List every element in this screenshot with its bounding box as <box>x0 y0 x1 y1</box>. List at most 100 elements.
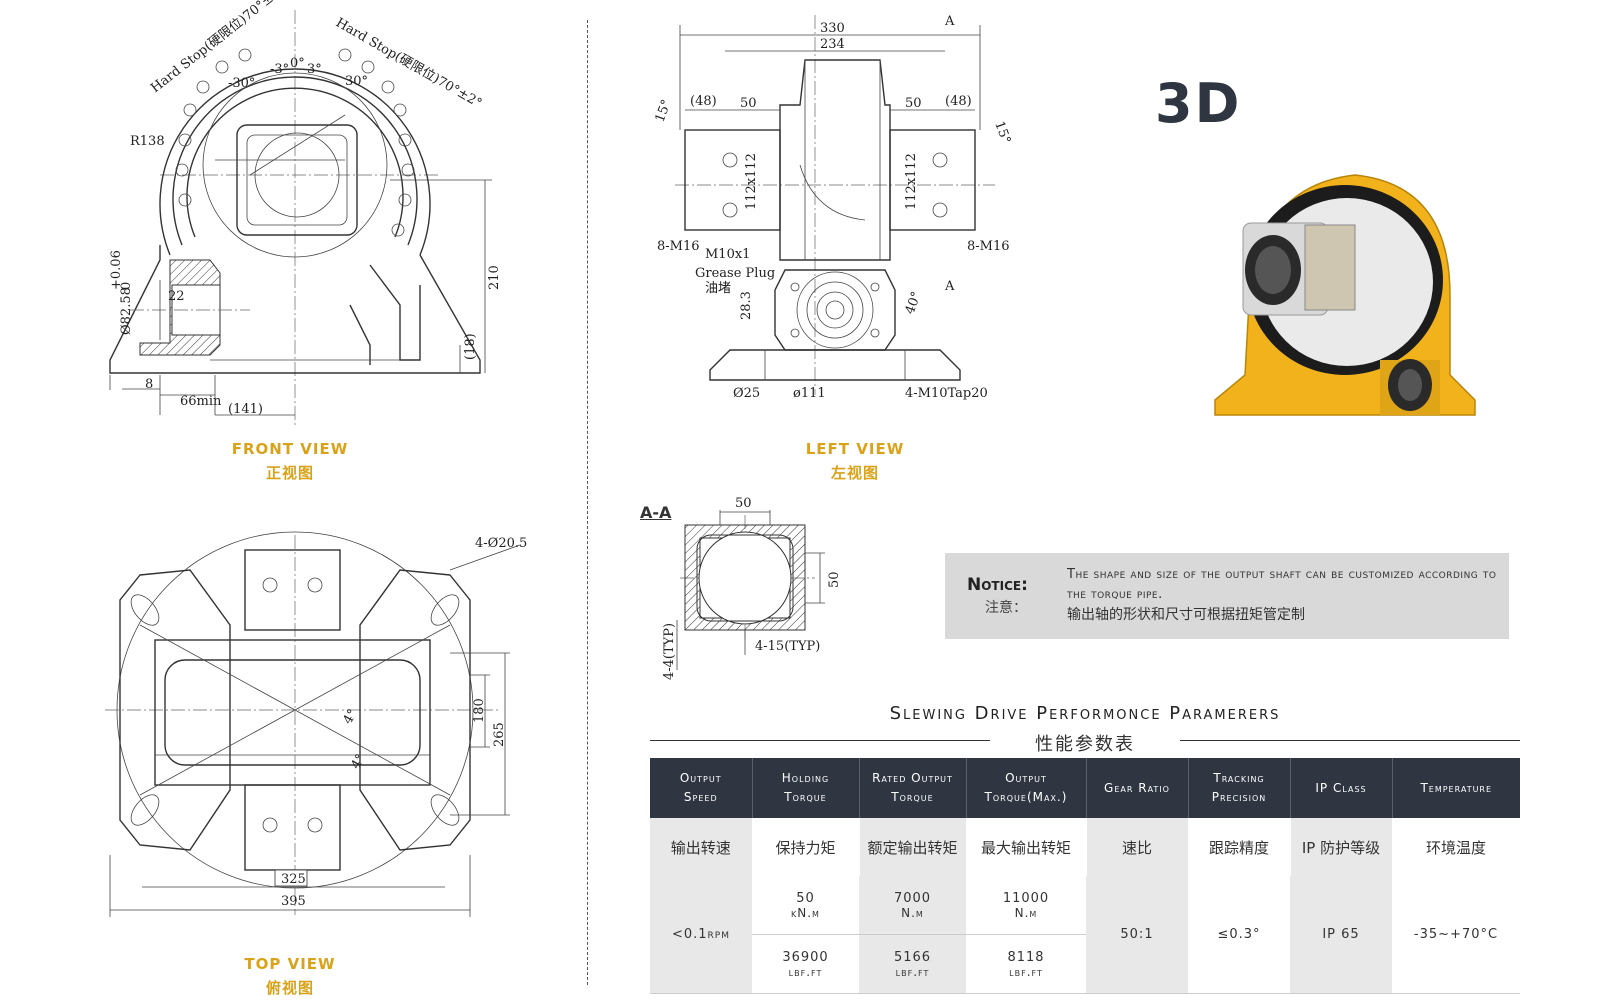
value-output-speed: <0.1rpm <box>650 876 752 994</box>
notice-box: Notice: 注意： The shape and size of the ou… <box>945 553 1509 639</box>
top-view-drawing: 4-Ø20.5 180 265 325 395 4° 4° <box>105 531 527 917</box>
dim-holes: 4-Ø20.5 <box>475 536 527 551</box>
dim-15-left: 15° <box>653 98 675 125</box>
dim-angle-30: 30° <box>345 74 368 89</box>
notice-body-cn: 输出轴的形状和尺寸可根据扭矩管定制 <box>1067 607 1305 623</box>
dim-234: 234 <box>820 37 845 52</box>
dim-section-415: 4-15(TYP) <box>755 639 820 654</box>
cn-temperature: 环境温度 <box>1392 818 1521 876</box>
dim-180: 180 <box>472 698 487 723</box>
section-aa-drawing: 50 50 4-4(TYP) 4-15(TYP) <box>662 496 842 680</box>
iso-view-title: 3D <box>1155 72 1242 135</box>
dim-section-44: 4-4(TYP) <box>662 623 677 680</box>
performance-title: Slewing Drive Performonce Paramerers <box>889 703 1281 724</box>
dim-22: 22 <box>168 289 185 304</box>
value-ip-class: IP 65 <box>1290 876 1392 994</box>
top-view-label: TOP VIEW 俯视图 <box>215 955 365 998</box>
dim-18: (18) <box>463 333 478 360</box>
dim-40: 40° <box>903 290 925 317</box>
dim-48-left: (48) <box>690 94 717 109</box>
notice-body: The shape and size of the output shaft c… <box>1067 565 1497 625</box>
dim-angle-4a: 4° <box>340 707 360 727</box>
dim-angle-m3: -3° <box>270 62 289 77</box>
dim-section-50-top: 50 <box>735 496 752 511</box>
dim-hard-stop-right: Hard Stop(硬限位)70°±2° <box>333 15 484 111</box>
front-view-label-en: FRONT VIEW <box>231 440 349 458</box>
top-view-label-cn: 俯视图 <box>265 979 314 997</box>
front-view-label: FRONT VIEW 正视图 <box>215 440 365 483</box>
dim-8: 8 <box>145 377 153 392</box>
left-view-label-en: LEFT VIEW <box>805 440 905 458</box>
dim-265: 265 <box>492 722 507 747</box>
dim-section-50-right: 50 <box>827 571 842 588</box>
value-gear-ratio: 50:1 <box>1086 876 1188 994</box>
dim-d8258: Ø82.58 <box>119 287 134 335</box>
section-mark-top: A <box>944 14 955 29</box>
performance-title-rule-left <box>650 740 990 741</box>
dim-angle-0: 0° <box>290 56 305 71</box>
dim-50-right: 50 <box>905 96 922 111</box>
left-view-label: LEFT VIEW 左视图 <box>780 440 930 483</box>
dim-d8258-tol-lo: 0 <box>119 282 134 290</box>
cn-gear-ratio: 速比 <box>1086 818 1189 876</box>
product-3d-image <box>1214 174 1476 416</box>
dim-330: 330 <box>820 21 845 36</box>
dim-r138: R138 <box>130 134 165 149</box>
top-view-label-en: TOP VIEW <box>244 955 336 973</box>
dim-48-right: (48) <box>945 94 972 109</box>
front-view-label-cn: 正视图 <box>265 464 314 482</box>
header-ip-class: IP Class <box>1290 758 1393 818</box>
performance-title-rule-right <box>1180 740 1520 741</box>
front-view-drawing: Hard Stop(硬限位)70°±2° Hard Stop(硬限位)70°±2… <box>109 0 502 425</box>
dim-395: 395 <box>281 894 306 909</box>
dim-112-right: 112x112 <box>904 153 919 210</box>
performance-title-cn: 性能参数表 <box>1035 734 1135 755</box>
dim-112-left: 112x112 <box>744 153 759 210</box>
dim-grease-en: Grease Plug <box>695 266 775 281</box>
left-view-label-cn: 左视图 <box>830 464 879 482</box>
value-tracking-precision: ≤0.3° <box>1188 876 1290 994</box>
dim-m16-left: 8-M16 <box>657 239 700 254</box>
dim-m16-right: 8-M16 <box>967 239 1010 254</box>
cn-holding-torque: 保持力矩 <box>752 818 860 876</box>
dim-angle-4b: 4° <box>348 752 368 772</box>
header-gear-ratio: Gear Ratio <box>1086 758 1189 818</box>
dim-15-right: 15° <box>991 119 1013 146</box>
table-row-cn: 输出转速 保持力矩 额定输出转矩 最大输出转矩 速比 跟踪精度 IP 防护等级 … <box>650 818 1521 876</box>
section-mark-bottom: A <box>944 279 955 294</box>
notice-body-en: The shape and size of the output shaft c… <box>1067 567 1497 602</box>
dim-grease-cn: 油堵 <box>705 281 731 296</box>
page-divider <box>587 20 588 985</box>
section-aa-title: A-A <box>640 503 672 522</box>
notice-title-cn: 注意： <box>985 600 1027 616</box>
value-temperature: -35~+70°C <box>1392 876 1520 994</box>
cn-tracking-precision: 跟踪精度 <box>1188 818 1291 876</box>
dim-d111: ø111 <box>793 386 826 401</box>
cn-max-torque: 最大输出转矩 <box>966 818 1087 876</box>
header-temperature: Temperature <box>1392 758 1520 818</box>
dim-tap: 4-M10Tap20 <box>905 386 988 401</box>
cn-rated-torque: 额定输出转矩 <box>859 818 967 876</box>
dim-210: 210 <box>487 265 502 290</box>
dim-m10: M10x1 <box>705 247 750 262</box>
dim-50-left: 50 <box>740 96 757 111</box>
cn-ip-class: IP 防护等级 <box>1290 818 1393 876</box>
dim-angle-m30: -30° <box>228 76 255 91</box>
dim-d8258-tol-up: +0.06 <box>109 250 124 290</box>
left-view-drawing: 330 234 (48) 50 50 (48) 15° 15° 112x112 … <box>653 14 1014 401</box>
